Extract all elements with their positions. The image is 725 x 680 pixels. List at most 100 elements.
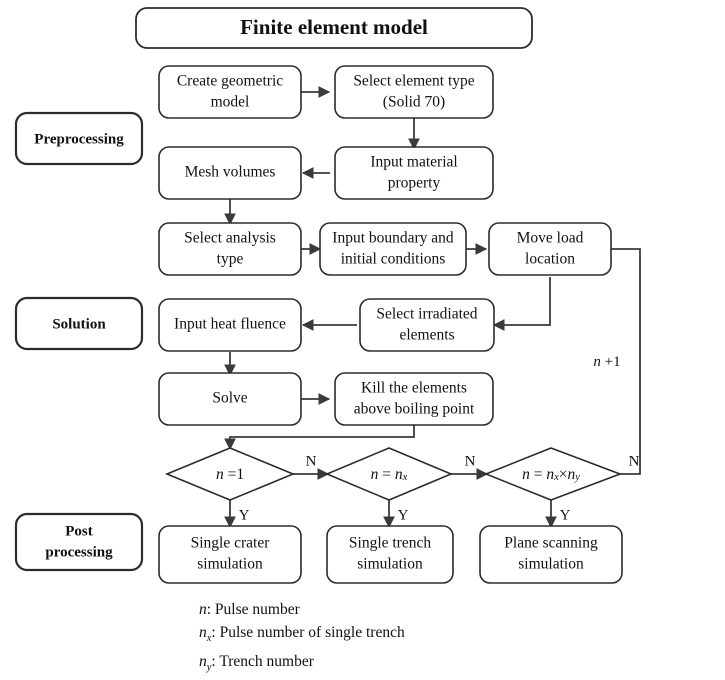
stage-label-solution: Solution <box>52 316 106 332</box>
label-select-irradiated-elements-line2: elements <box>399 327 454 344</box>
box-kill-elements <box>334 372 494 426</box>
node-solve: Solve <box>158 372 302 426</box>
decision1-rhs: 1 <box>236 466 244 483</box>
decision3-rhs2: n <box>568 466 576 483</box>
box-input-boundary-conditions <box>319 222 467 276</box>
label-single-trench-simulation-line1: Single trench <box>349 535 431 552</box>
branch-label-yes-3: Y <box>560 507 571 523</box>
decision2-rhs: n <box>395 466 403 483</box>
legend-item-n: n: Pulse number <box>199 598 405 621</box>
label-move-load-location-line1: Move load <box>517 230 584 247</box>
decision3-rhs2-sub: y <box>574 472 580 483</box>
page-title: Finite element model <box>240 15 428 39</box>
node-single-crater-simulation: Single crater simulation <box>158 525 302 584</box>
label-plane-scanning-simulation-line2: simulation <box>518 556 584 573</box>
label-kill-elements-line1: Kill the elements <box>361 380 467 397</box>
label-select-analysis-type-line1: Select analysis <box>184 230 276 247</box>
decision-n-equals-nx: n = nx N Y <box>324 447 476 523</box>
diamond-n-equals-nx-times-ny <box>483 447 623 501</box>
decision2-rhs-sub: x <box>402 472 408 483</box>
decision3-rhs-sub: x <box>553 472 559 483</box>
node-input-material-property: Input material property <box>334 146 494 200</box>
legend-text-n: : Pulse number <box>206 601 300 618</box>
label-input-material-property-line2: property <box>388 175 441 192</box>
title-node: Finite element model <box>135 7 533 49</box>
node-select-irradiated-elements: Select irradiated elements <box>359 298 495 352</box>
stage-box-preprocessing <box>14 111 144 166</box>
label-single-crater-simulation-line2: simulation <box>197 556 263 573</box>
box-solve <box>158 372 302 426</box>
label-solve: Solve <box>212 390 247 407</box>
label-move-load-location-line2: location <box>525 251 575 268</box>
diamond-n-equals-nx <box>324 447 454 501</box>
box-single-trench-simulation <box>326 525 454 584</box>
node-select-element-type: Select element type (Solid 70) <box>334 65 494 119</box>
stage-preprocessing: Preprocessing <box>14 111 144 166</box>
node-move-load-location: Move load location <box>488 222 612 276</box>
box-select-element-type <box>334 65 494 119</box>
legend-symbol-ny: n <box>199 653 207 671</box>
legend-sub-ny: y <box>206 662 212 674</box>
decision3-times: × <box>559 466 568 483</box>
decision-n-equals-nx-times-ny: n = nx×ny N Y <box>483 447 640 523</box>
branch-label-no-3: N <box>629 453 640 469</box>
decision1-op: = <box>224 466 237 483</box>
node-input-boundary-conditions: Input boundary and initial conditions <box>319 222 467 276</box>
label-input-material-property-line1: Input material <box>370 154 457 171</box>
stage-box-solution <box>14 296 144 351</box>
box-single-crater-simulation <box>158 525 302 584</box>
label-plane-scanning-simulation-line1: Plane scanning <box>504 535 598 552</box>
legend-sub-nx: x <box>206 633 212 645</box>
stage-box-post-processing <box>14 512 144 572</box>
decision2-op: = <box>378 466 395 483</box>
loop-increment-label: n +1 <box>593 354 620 370</box>
branch-label-no-1: N <box>306 453 317 469</box>
label-select-element-type-line2: (Solid 70) <box>383 94 445 111</box>
legend-symbol-n: n <box>199 601 207 618</box>
label-decision-n-equals-nx-times-ny: n = nx×ny <box>522 466 580 484</box>
node-plane-scanning-simulation: Plane scanning simulation <box>479 525 623 584</box>
box-create-geometric-model <box>158 65 302 119</box>
label-single-crater-simulation-line1: Single crater <box>191 535 271 552</box>
node-create-geometric-model: Create geometric model <box>158 65 302 119</box>
label-input-boundary-conditions-line2: initial conditions <box>341 251 446 268</box>
loop-increment-rest: +1 <box>601 354 621 370</box>
box-plane-scanning-simulation <box>479 525 623 584</box>
label-decision-n-equals-nx: n = nx <box>371 466 408 484</box>
diamond-n-equals-1 <box>164 447 296 501</box>
stage-label-post-line1: Post <box>65 523 93 539</box>
title-box <box>135 7 533 49</box>
stage-label-post-line2: processing <box>45 544 113 560</box>
branch-label-yes-1: Y <box>239 507 250 523</box>
edges-group <box>224 86 641 529</box>
label-input-boundary-conditions-line1: Input boundary and <box>332 230 454 247</box>
box-select-irradiated-elements <box>359 298 495 352</box>
label-decision-n-equals-1: n =1 <box>216 466 244 483</box>
legend: n: Pulse number nx: Pulse number of sing… <box>199 598 405 679</box>
node-input-heat-fluence: Input heat fluence <box>158 298 302 352</box>
legend-item-ny: ny: Trench number <box>199 650 405 679</box>
box-mesh-volumes <box>158 146 302 200</box>
edge-move-load-to-irradiated <box>492 277 551 331</box>
legend-text-nx: : Pulse number of single trench <box>211 624 405 641</box>
label-input-heat-fluence: Input heat fluence <box>174 316 286 333</box>
decision2-var: n <box>371 466 379 483</box>
node-mesh-volumes: Mesh volumes <box>158 146 302 200</box>
branch-label-no-2: N <box>465 453 476 469</box>
node-single-trench-simulation: Single trench simulation <box>326 525 454 584</box>
label-select-irradiated-elements-line1: Select irradiated <box>376 306 477 323</box>
stage-label-preprocessing: Preprocessing <box>34 131 124 147</box>
decision3-rhs: n <box>546 466 554 483</box>
box-input-heat-fluence <box>158 298 302 352</box>
node-kill-elements: Kill the elements above boiling point <box>334 372 494 426</box>
legend-symbol-nx: n <box>199 624 207 641</box>
decision-n-equals-1: n =1 N Y <box>164 447 317 523</box>
branch-label-yes-2: Y <box>398 507 409 523</box>
label-select-element-type-line1: Select element type <box>353 73 474 90</box>
decision3-op: = <box>530 466 547 483</box>
label-single-trench-simulation-line2: simulation <box>357 556 423 573</box>
node-select-analysis-type: Select analysis type <box>158 222 302 276</box>
box-select-analysis-type <box>158 222 302 276</box>
decision1-var: n <box>216 466 224 483</box>
